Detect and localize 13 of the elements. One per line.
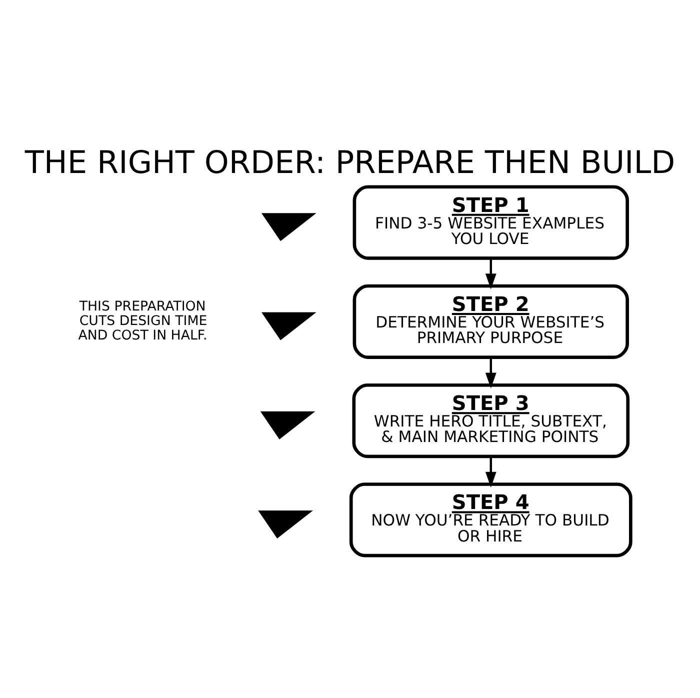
arrow [485,357,496,388]
arrow [485,456,496,488]
diagram-title: THE RIGHT ORDER: PREPARE THEN BUILD [24,144,676,180]
node-checkmark [261,312,316,340]
node-checkmark [261,212,316,241]
node-box: STEP 3 WRITE HERO TITLE, SUBTEXT, & MAIN MARKETING POINTS [352,382,630,458]
label: THIS PREPARATION CUTS DESIGN TIME AND COST IN HALF. [78,299,208,344]
node-box: STEP 2 DETERMINE YOUR WEBSITE’S PRIMARY PURPOSE [352,284,629,358]
node-box: STEP 1 FIND 3-5 WEBSITE EXAMPLES YOU LOVE [352,184,629,260]
arrow [485,258,496,289]
node-checkmark [258,510,313,538]
node-checkmark [260,410,316,439]
node-box: STEP 4 NOW YOU’RE READY TO BUILD OR HIRE [349,482,632,557]
